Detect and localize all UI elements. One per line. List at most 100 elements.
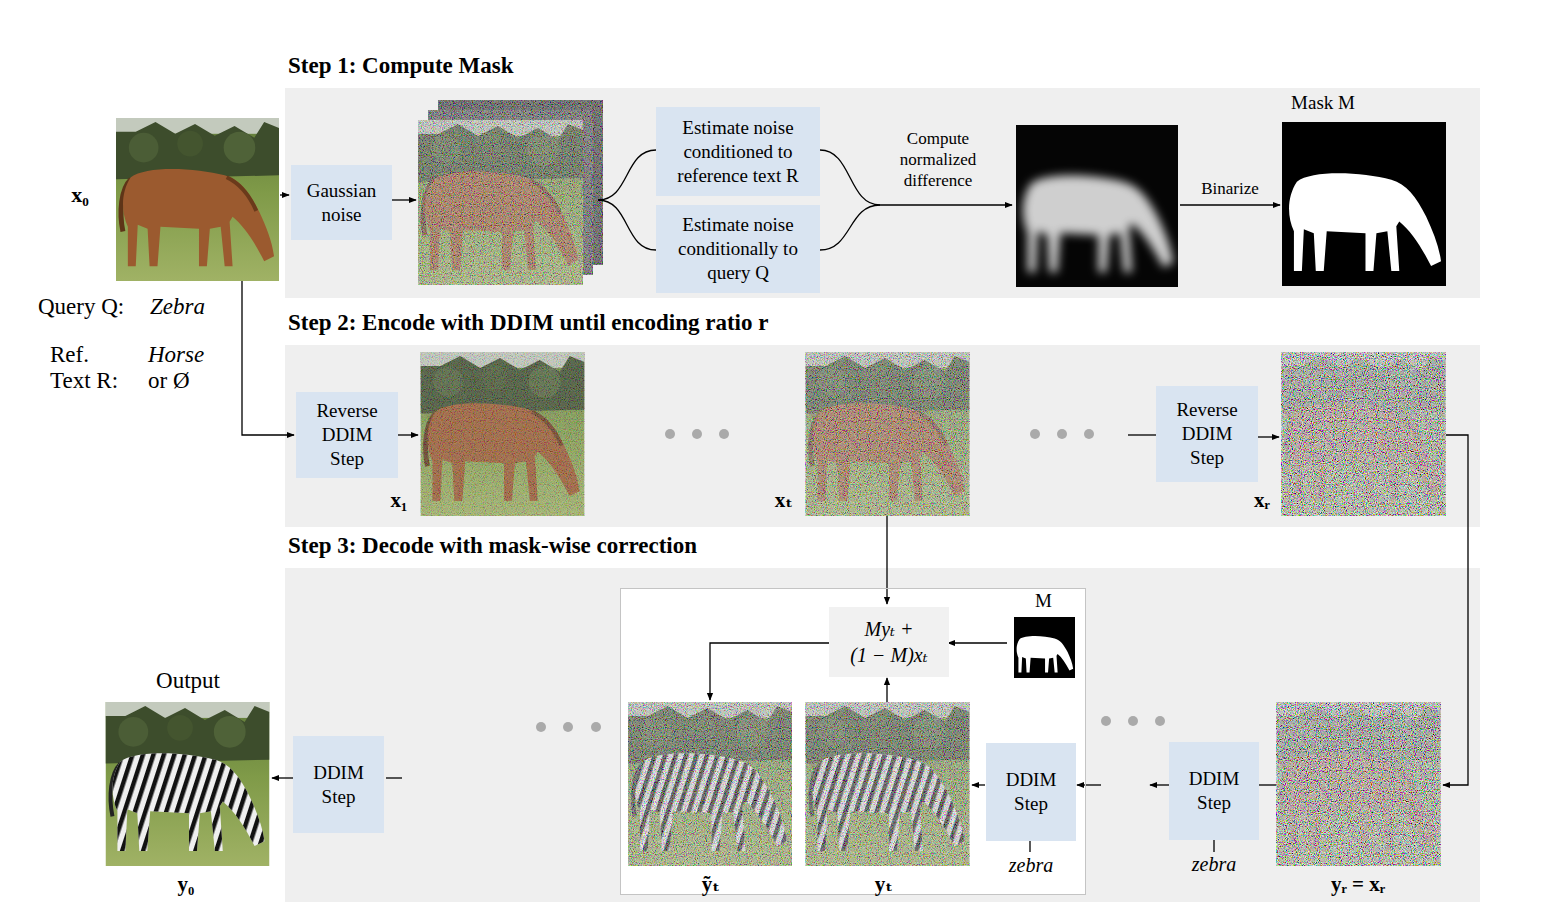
text-label: yᵣ = xᵣ (1331, 872, 1385, 896)
illustration-part (1016, 125, 1178, 287)
images (106, 100, 1447, 866)
step-heading: Step 2: Encode with DDIM until encoding … (288, 309, 768, 337)
label-holder: Output (38, 666, 338, 695)
illustration-part (392, 199, 416, 200)
illustration-part (710, 643, 830, 700)
label-holder: xᵣ (1112, 487, 1412, 513)
illustration-part (1443, 435, 1468, 785)
label-holder: Binarize (1080, 178, 1380, 199)
illustration-part (820, 205, 880, 250)
illustration-part (1155, 716, 1165, 726)
illustration-part (1277, 702, 1441, 866)
illustration-part (1057, 429, 1067, 439)
text-label: xᵣ (1254, 488, 1270, 512)
text-label: Output (156, 668, 220, 693)
illustration-part (280, 194, 289, 195)
illustration-part (692, 429, 702, 439)
text-label: Mask M (1291, 92, 1355, 113)
illustration-part (1213, 840, 1214, 852)
process-box: Estimate noise conditioned to reference … (656, 107, 820, 196)
text-label: or Ø (148, 368, 190, 393)
illustration-part (806, 702, 970, 866)
illustration-part (1014, 617, 1075, 678)
input-image (116, 118, 279, 281)
illustration-part (886, 678, 887, 702)
label-holder: or Ø (148, 366, 190, 395)
text-label: xₜ (775, 488, 793, 512)
text-label: Query Q: (38, 294, 124, 319)
box-text: Gaussian noise (299, 179, 384, 227)
illustration-part (1023, 176, 1173, 273)
noisy-image (806, 352, 970, 516)
illustration-part (598, 200, 656, 250)
illustration-part (1289, 173, 1441, 271)
panel-grounds (285, 88, 1480, 902)
illustration-part (536, 722, 546, 732)
mask-label: M (1035, 590, 1052, 612)
noisy-image (628, 702, 792, 866)
step-heading: Step 1: Compute Mask (288, 52, 514, 80)
illustration-part (1029, 840, 1030, 852)
box-text: DDIM Step (994, 768, 1068, 816)
illustration-part (1077, 784, 1101, 785)
text-label: Zebra (150, 294, 205, 319)
process-box: DDIM Step (293, 736, 384, 833)
label-holder: x₁ (249, 487, 549, 513)
text-label: x₁ (391, 488, 408, 512)
text-label: Compute normalized difference (900, 129, 976, 190)
illustration-part (421, 352, 585, 516)
mask-image (1282, 122, 1446, 286)
illustration-part (1259, 784, 1276, 785)
illustration-part (418, 120, 583, 285)
text-label: Binarize (1201, 179, 1259, 198)
illustration-part (948, 642, 1007, 643)
illustration-part (272, 777, 293, 778)
illustration-part (665, 429, 675, 439)
arrows (242, 150, 1468, 852)
illustration-part (1282, 352, 1446, 516)
illustration-part (1282, 122, 1446, 286)
label-holder: xₜ (634, 487, 934, 513)
illustration-part (972, 784, 985, 785)
process-box: DDIM Stepzebra (1169, 742, 1259, 840)
label-holder: Query Q: (38, 292, 124, 321)
illustration-part (806, 352, 970, 516)
panel-ground (285, 345, 1480, 527)
label-holder: Text R: (50, 366, 118, 395)
illustration-part (628, 702, 792, 866)
inset-ground (620, 588, 1086, 895)
box-text: Estimate noise conditioned to reference … (664, 116, 812, 188)
label-holder: y₀ (36, 871, 336, 897)
formula-box: Myₜ + (1 − M)xₜ (829, 607, 949, 677)
illustration-part (598, 150, 656, 200)
illustration-part (1258, 436, 1279, 437)
panel-ground (285, 568, 1480, 902)
process-box: Estimate noise conditionally to query Q (656, 205, 820, 293)
text-label: Text R: (50, 368, 118, 393)
difference-map (1016, 125, 1178, 287)
step-panel: Step 2: Encode with DDIM until encoding … (285, 345, 1480, 527)
label-holder: Mask M (1173, 91, 1473, 115)
label-holder: Horse (148, 340, 204, 369)
box-text: DDIM Step (1177, 767, 1251, 815)
text-label: y₀ (178, 872, 195, 896)
noisy-image (1282, 352, 1446, 516)
text-label: Horse (148, 342, 204, 367)
text-label: yₜ (875, 872, 893, 896)
illustration-part (1128, 434, 1156, 435)
illustration-part (880, 204, 1012, 205)
process-box: Gaussian noise (291, 165, 392, 240)
condition-label: zebra (966, 854, 1096, 876)
illustration-part (1017, 636, 1074, 672)
process-box: DDIM Stepzebra (986, 743, 1076, 841)
illustration-part (1180, 204, 1280, 205)
illustration-part (418, 120, 583, 285)
illustration-part (1150, 784, 1169, 785)
condition-label: zebra (1149, 853, 1279, 875)
label-holder: Compute normalized difference (883, 128, 993, 191)
noisy-image (1277, 702, 1441, 866)
label-holder: ỹₜ (561, 871, 861, 897)
step-panel: Step 3: Decode with mask-wise correction… (285, 568, 1480, 902)
label-holder: yᵣ = xᵣ (1208, 871, 1508, 897)
